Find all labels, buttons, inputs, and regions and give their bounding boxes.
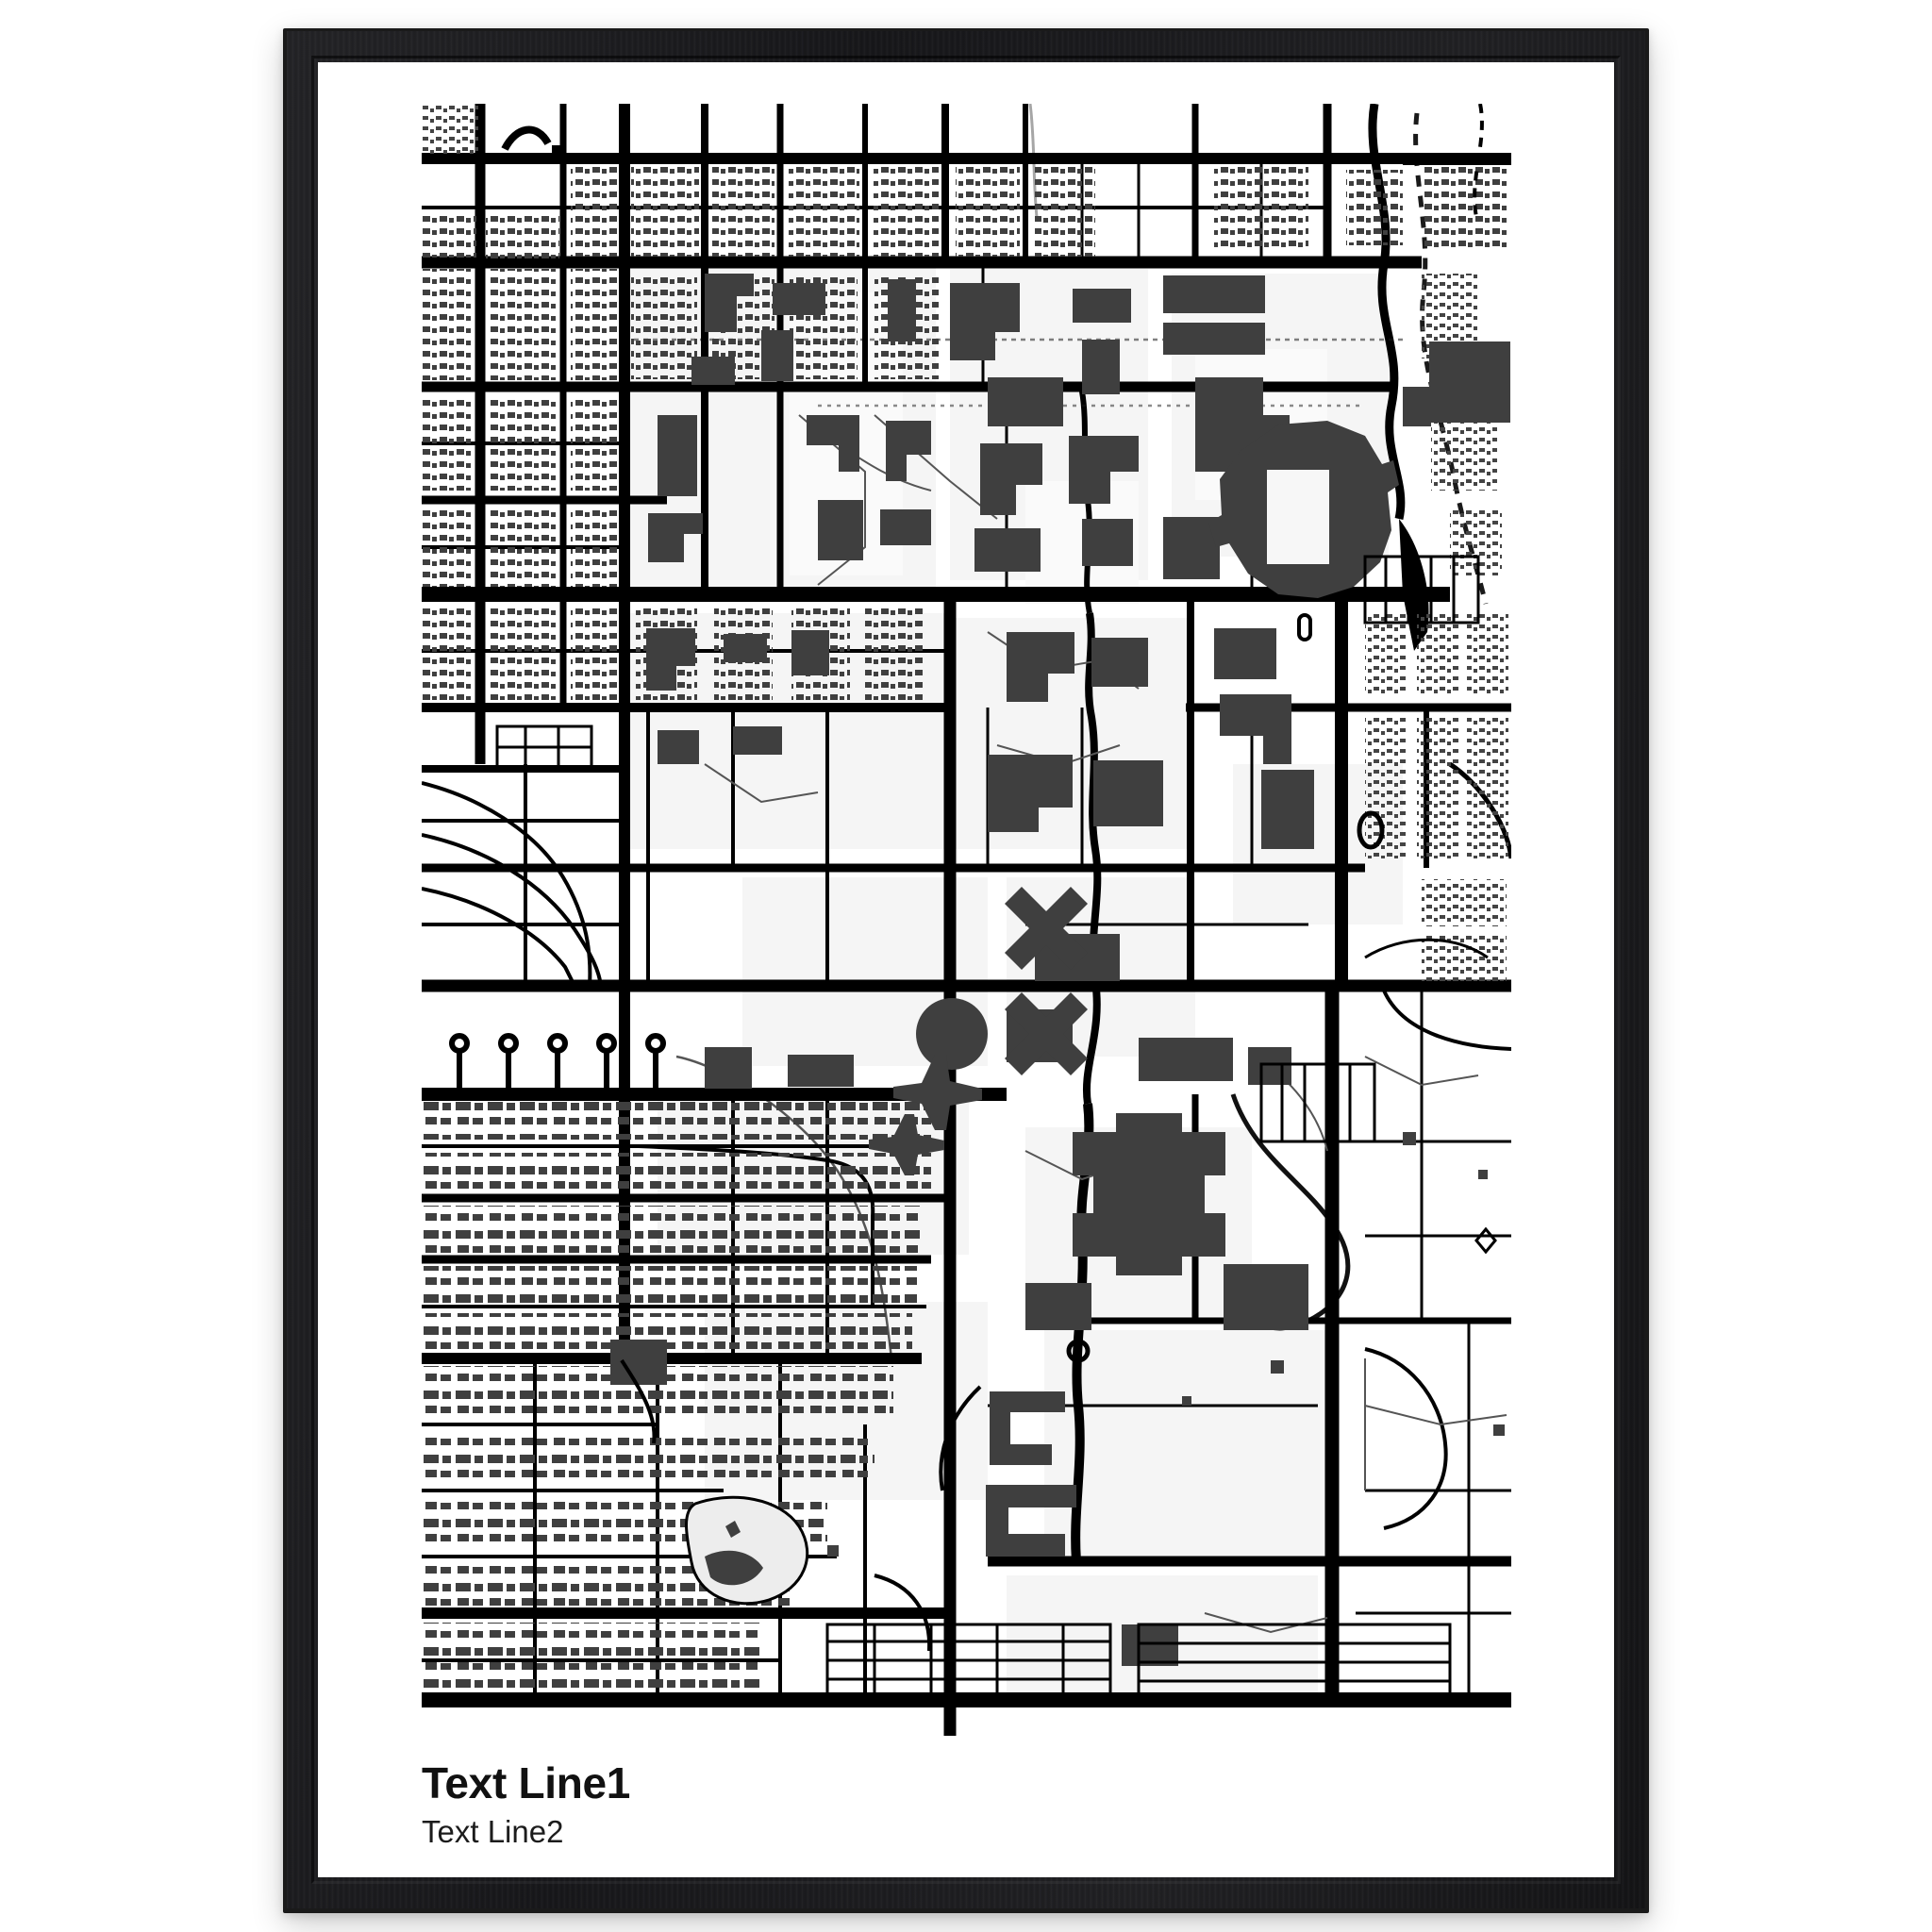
cross-shaped-structures bbox=[869, 1055, 982, 1175]
map-buildings-large bbox=[610, 274, 1510, 1666]
caption-line-2: Text Line2 bbox=[422, 1813, 564, 1849]
x-shaped-buildings bbox=[916, 887, 1088, 1075]
map-points-of-interest bbox=[827, 1132, 1505, 1557]
caption-line-1: Text Line1 bbox=[422, 1758, 631, 1807]
map-parking-lots bbox=[495, 555, 1480, 1700]
print-mat: Text Line1 Text Line2 bbox=[318, 62, 1614, 1877]
cul-de-sac-markers bbox=[449, 810, 1385, 1363]
map-svg bbox=[422, 104, 1511, 1736]
map-rail bbox=[625, 112, 1489, 605]
caption-block: Text Line1 Text Line2 bbox=[422, 1758, 1516, 1850]
map-arc-landmark bbox=[501, 125, 560, 154]
courtyard-buildings bbox=[986, 1113, 1225, 1557]
map-lake bbox=[685, 1495, 809, 1606]
map-artwork bbox=[422, 104, 1511, 1736]
map-building-fields bbox=[422, 104, 1508, 1689]
map-park-outlines bbox=[620, 938, 1489, 1652]
map-boundary bbox=[1403, 104, 1511, 218]
stadium-horseshoe bbox=[1208, 421, 1399, 641]
